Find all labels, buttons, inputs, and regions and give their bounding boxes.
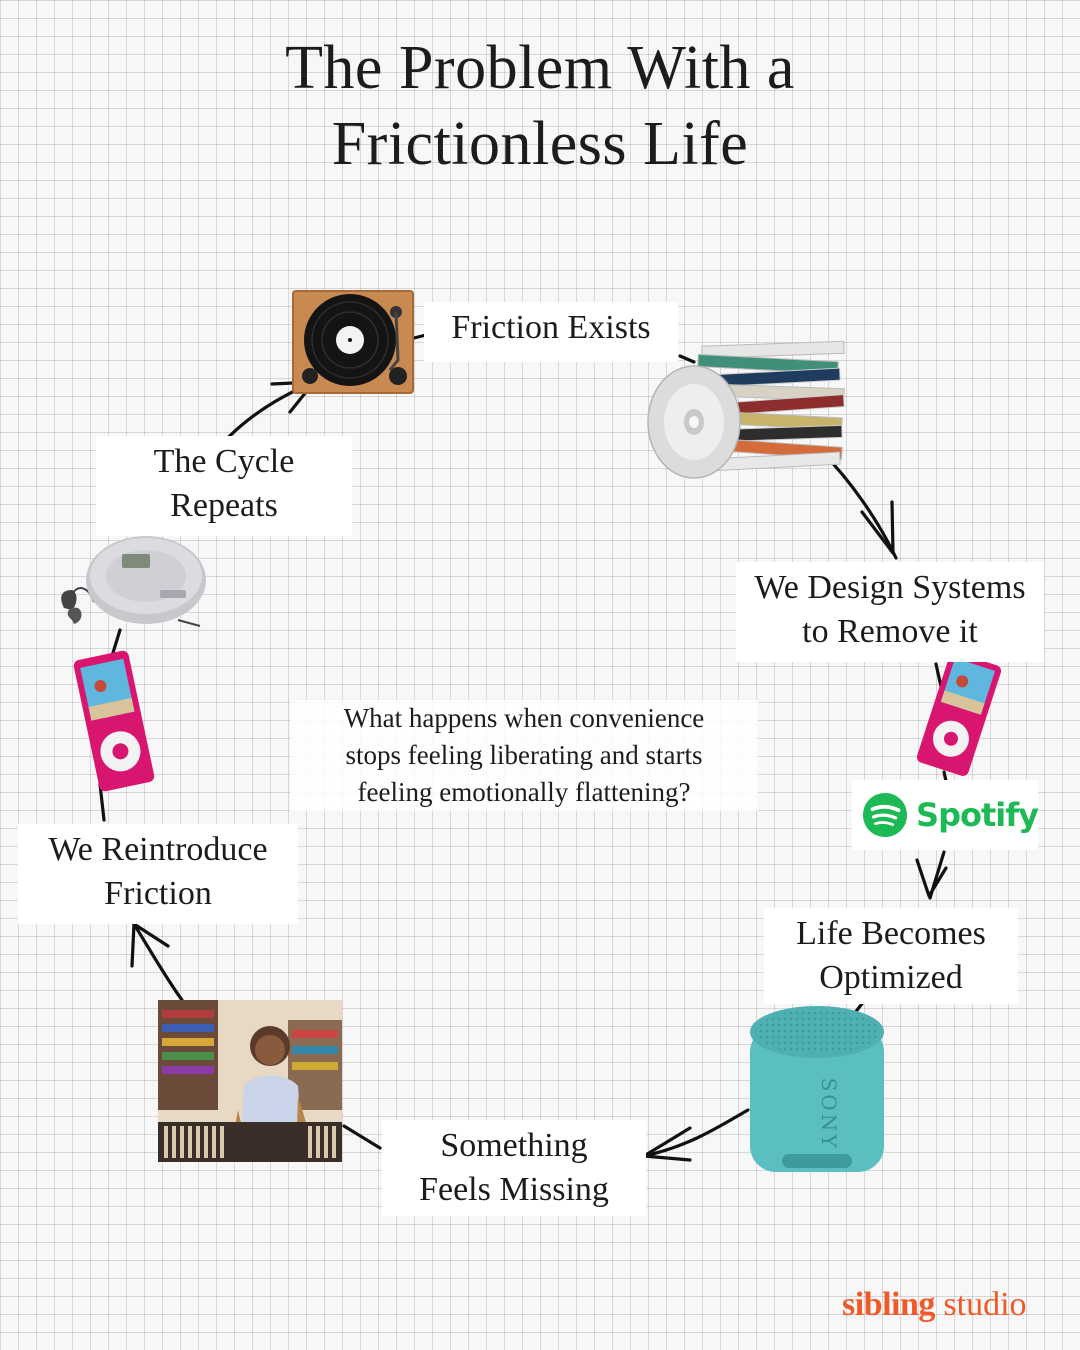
sony-logo: SONY [817, 1078, 841, 1151]
step-3-line-2: Optimized [819, 959, 963, 996]
arrow-3 [642, 1108, 750, 1158]
step-3-line-1: Life Becomes [796, 915, 986, 952]
step-life-optimized: Life Becomes Optimized [764, 908, 1018, 1004]
connector-photo [342, 1124, 382, 1150]
connector-ipod-left-top [110, 628, 122, 658]
step-design-systems: We Design Systems to Remove it [736, 562, 1044, 662]
central-question: What happens when convenience stops feel… [290, 700, 758, 811]
step-feels-missing: Something Feels Missing [382, 1120, 646, 1216]
step-reintroduce-friction: We Reintroduce Friction [18, 824, 298, 924]
question-line-2: stops feeling liberating and starts [345, 740, 703, 770]
spotify-icon [862, 792, 908, 838]
arrowhead-1 [860, 500, 895, 555]
step-2-line-1: We Design Systems [754, 569, 1026, 606]
arrowhead-2 [915, 858, 948, 898]
step-4-line-2: Feels Missing [419, 1171, 609, 1208]
spotify-wordmark: Spotify [916, 796, 1039, 834]
step-2-line-2: to Remove it [802, 613, 978, 650]
cd-stack-icon [647, 340, 845, 479]
step-5-line-2: Friction [104, 875, 212, 912]
step-cycle-repeats: The Cycle Repeats [96, 436, 352, 536]
step-6-line-1: The Cycle [153, 443, 295, 480]
speaker-icon: SONY [750, 1006, 884, 1172]
record-store-photo [158, 1000, 342, 1162]
step-friction-exists: Friction Exists [424, 302, 678, 362]
ipod-icon [916, 652, 1002, 776]
page-title: The Problem With a Frictionless Life [0, 30, 1080, 182]
title-line-2: Frictionless Life [331, 110, 749, 178]
arrowhead-4 [130, 922, 170, 968]
arrow-4 [132, 922, 184, 1002]
question-line-3: feeling emotionally flattening? [357, 777, 691, 807]
step-5-line-1: We Reintroduce [48, 831, 268, 868]
step-1-label: Friction Exists [451, 309, 651, 346]
step-6-line-2: Repeats [170, 487, 278, 524]
discman-icon [61, 536, 206, 627]
step-4-line-1: Something [440, 1127, 588, 1164]
brand-bold: sibling [842, 1286, 935, 1323]
connector-ipod-left-bottom [98, 782, 106, 822]
connector-cd [678, 354, 696, 364]
brand-regular: studio [934, 1286, 1027, 1323]
title-line-1: The Problem With a [285, 34, 795, 102]
question-line-1: What happens when convenience [343, 703, 705, 733]
turntable-icon [292, 290, 414, 394]
brand-logo: sibling studio [842, 1286, 1027, 1324]
ipod-icon-left [73, 650, 155, 792]
spotify-logo: Spotify [852, 780, 1039, 850]
